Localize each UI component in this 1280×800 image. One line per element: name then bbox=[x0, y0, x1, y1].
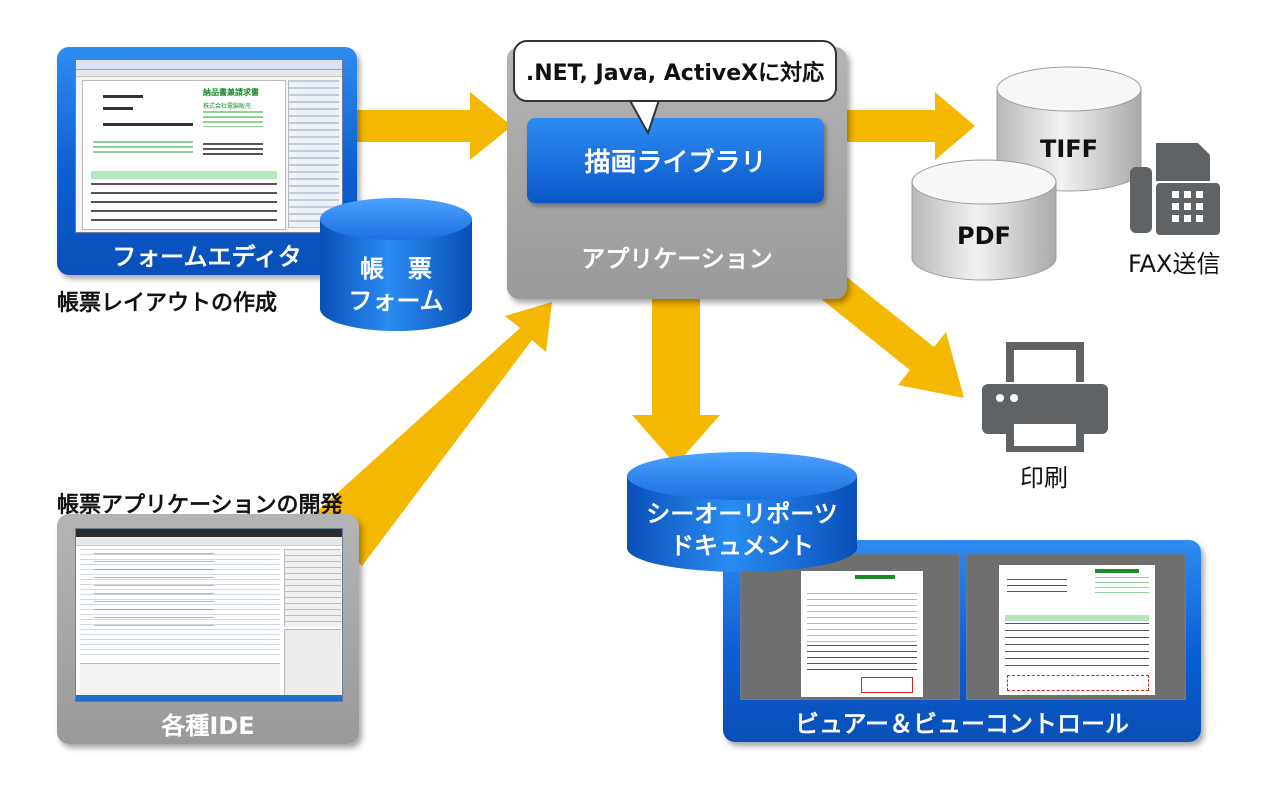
form-db-line1: 帳 票 bbox=[360, 255, 432, 283]
arrow-ide-to-app bbox=[314, 302, 552, 566]
viewer-label: ビュアー＆ビューコントロール bbox=[794, 710, 1130, 738]
form-db-line2: フォーム bbox=[348, 287, 443, 315]
tiff-label: TIFF bbox=[1040, 135, 1098, 163]
form-editor-label: フォームエディタ bbox=[112, 243, 302, 271]
form-database-icon: 帳 票 フォーム bbox=[320, 198, 472, 331]
document-db-line1: シーオーリポーツ bbox=[646, 500, 838, 528]
printer-icon bbox=[982, 342, 1108, 452]
drawing-library-box: 描画ライブラリ bbox=[527, 118, 824, 203]
form-sample-company: 株式会社電脳販売 bbox=[203, 103, 252, 110]
print-label: 印刷 bbox=[1020, 464, 1068, 492]
viewer-panel: ビュアー＆ビューコントロール bbox=[723, 540, 1201, 742]
form-editor-panel: 納品書兼請求書 株式会社電脳販売 フォームエディタ bbox=[57, 47, 357, 275]
fax-icon bbox=[1130, 143, 1220, 235]
ide-caption: 帳票アプリケーションの開発 bbox=[57, 493, 343, 518]
form-editor-screenshot: 納品書兼請求書 株式会社電脳販売 bbox=[75, 59, 343, 233]
drawing-library-label: 描画ライブラリ bbox=[584, 148, 767, 178]
platform-callout-text: .NET, Java, ActiveXに対応 bbox=[525, 61, 825, 86]
platform-callout: .NET, Java, ActiveXに対応 bbox=[513, 40, 837, 102]
viewer-screenshot-1 bbox=[740, 554, 960, 700]
arrow-app-to-document bbox=[632, 298, 720, 465]
application-label: アプリケーション bbox=[581, 245, 773, 273]
arrow-app-to-print bbox=[815, 270, 964, 398]
arrow-app-to-files bbox=[840, 92, 975, 160]
pdf-cylinder-icon: PDF bbox=[911, 159, 1057, 281]
fax-label: FAX送信 bbox=[1128, 250, 1221, 278]
document-database-icon: シーオーリポーツ ドキュメント bbox=[627, 452, 857, 572]
form-sample-title: 納品書兼請求書 bbox=[203, 88, 259, 97]
ide-label: 各種IDE bbox=[161, 712, 255, 740]
pdf-label: PDF bbox=[957, 222, 1011, 250]
viewer-screenshot-2 bbox=[966, 554, 1186, 700]
ide-panel: 各種IDE bbox=[57, 514, 359, 744]
ide-screenshot bbox=[75, 528, 343, 702]
arrow-editor-to-app bbox=[355, 92, 512, 160]
form-editor-caption: 帳票レイアウトの作成 bbox=[57, 291, 278, 316]
document-db-line2: ドキュメント bbox=[670, 532, 814, 560]
